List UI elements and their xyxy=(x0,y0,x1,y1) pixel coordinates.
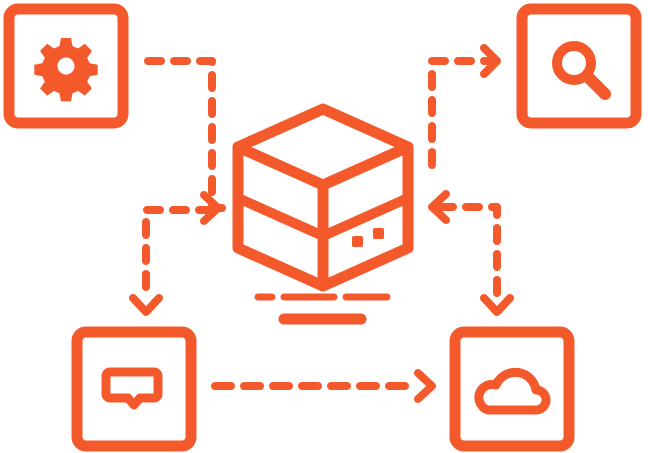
settings-box xyxy=(3,3,129,129)
connector-server-to-search xyxy=(428,44,501,169)
cloud-icon xyxy=(474,367,551,415)
connector-chat-to-cloud xyxy=(211,369,436,403)
connector-server-chat xyxy=(129,206,216,316)
arrowhead xyxy=(428,190,450,224)
arrowhead xyxy=(480,294,514,316)
server-node xyxy=(232,103,414,325)
magnifier-icon xyxy=(552,41,611,100)
connector-settings-to-server xyxy=(144,57,226,225)
search-box xyxy=(516,3,642,129)
cloud-node xyxy=(449,326,575,452)
arrowhead xyxy=(129,294,163,316)
cloud-box xyxy=(449,326,575,452)
chat-bubble-icon xyxy=(101,367,163,410)
chat-node xyxy=(71,326,197,452)
server-cube-icon xyxy=(232,103,414,292)
status-light xyxy=(352,236,363,247)
server-base xyxy=(254,293,391,325)
arrowhead xyxy=(480,44,501,78)
chat-box xyxy=(71,326,197,452)
search-node xyxy=(516,3,642,129)
settings-node xyxy=(3,3,129,129)
connector-cloud-server xyxy=(428,190,514,316)
arrowhead xyxy=(200,191,222,225)
gear-icon xyxy=(34,38,98,102)
arrowhead xyxy=(414,369,436,403)
status-light xyxy=(373,228,384,239)
